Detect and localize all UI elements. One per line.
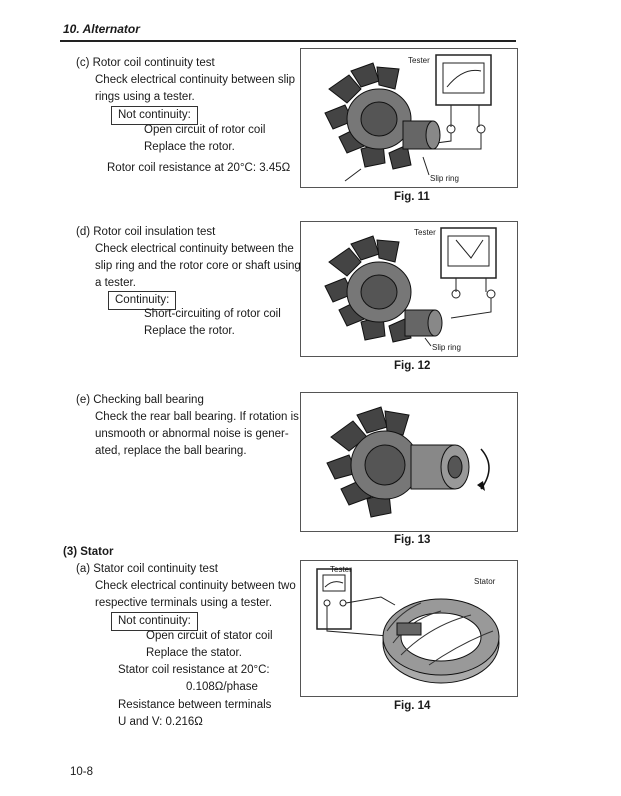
fig-14-tester-label: Tester [330,565,352,574]
section-d-body-3: a tester. [95,277,136,289]
terminal-resistance-value: U and V: 0.216Ω [118,716,203,728]
fig-11-caption: Fig. 11 [394,191,430,203]
section-stator-condition-box: Not continuity: [111,612,198,631]
section-e-body-1: Check the rear ball bearing. If rotation… [95,411,299,423]
fig-11-tester-label: Tester [408,56,430,65]
fig-14-caption: Fig. 14 [394,700,431,712]
stator-resistance-value: 0.108Ω/phase [186,681,258,693]
section-d-title: (d) Rotor coil insulation test [76,226,216,238]
section-d-body-1: Check electrical continuity between the [95,243,294,255]
rotor-tester-illustration-12 [324,227,497,347]
fig-11-slip-ring-label: Slip ring [430,174,459,183]
section-c-body-2: rings using a tester. [95,91,195,103]
section-e-title: (e) Checking ball bearing [76,394,204,406]
figure-12-frame [300,221,518,357]
section-stator-action-2: Replace the stator. [146,647,242,659]
page-number: 10-8 [70,766,94,778]
section-c-condition-box: Not continuity: [111,106,198,125]
stator-tester-illustration [316,568,500,684]
figure-11-frame [300,48,518,188]
fig-14-stator-label: Stator [474,577,496,586]
figure-13-frame [300,392,518,532]
section-d-action-2: Replace the rotor. [144,325,235,337]
rotor-tester-illustration-11 [324,54,492,182]
fig-12-caption: Fig. 12 [394,360,431,372]
section-stator-action-1: Open circuit of stator coil [146,630,273,642]
section-d-action-1: Short-circuiting of rotor coil [144,308,281,320]
fig-13-caption: Fig. 13 [394,534,431,546]
stator-resistance-label: Stator coil resistance at 20°C: [118,664,270,676]
section-e-body-2: unsmooth or abnormal noise is gener- [95,428,289,440]
section-c-action-1: Open circuit of rotor coil [144,124,266,136]
header-rule [60,40,516,42]
section-d-body-2: slip ring and the rotor core or shaft us… [95,260,301,272]
section-stator-body-1: Check electrical continuity between two [95,580,296,592]
ball-bearing-illustration [326,406,490,518]
section-e-body-3: ated, replace the ball bearing. [95,445,247,457]
fig-12-slip-ring-label: Slip ring [432,343,461,352]
fig-12-tester-label: Tester [414,228,436,237]
section-d-condition-box: Continuity: [108,291,177,310]
page-header-title: 10. Alternator [63,22,140,36]
section-stator-a-title: (a) Stator coil continuity test [76,563,218,575]
section-stator-heading: (3) Stator [63,546,114,558]
figure-14-frame [300,560,518,697]
section-stator-body-2: respective terminals using a tester. [95,597,273,609]
terminal-resistance-label: Resistance between terminals [118,699,272,711]
section-c-body-1: Check electrical continuity between slip [95,74,296,86]
section-c-resistance-note: Rotor coil resistance at 20°C: 3.45Ω [107,162,291,174]
section-c-title: (c) Rotor coil continuity test [76,57,215,69]
section-c-action-2: Replace the rotor. [144,141,235,153]
